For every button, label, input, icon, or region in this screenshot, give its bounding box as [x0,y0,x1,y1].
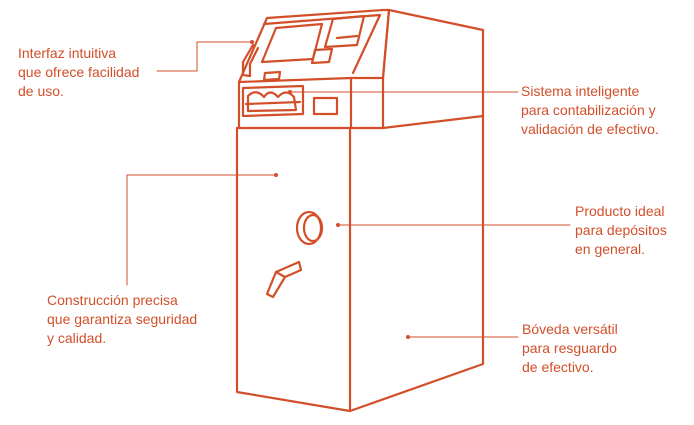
deposit-tray [241,84,305,118]
callout-vault: Bóveda versátil para resguardo de efecti… [522,321,618,375]
head-ledge [237,76,353,84]
callout-smart-system: Sistema inteligente para contabilización… [521,83,659,137]
cabinet-front [235,126,352,413]
cabinet-side [348,114,485,413]
tray-front [244,100,302,106]
status-window [312,96,339,116]
dot-smart-system [288,90,292,94]
card-reader [323,14,366,49]
tray-inner [246,91,298,113]
card-slot [335,34,359,40]
dot-interface [250,40,254,44]
leader-interface [156,41,253,72]
head-inner-top [262,13,382,75]
top-tab [262,70,282,82]
dot-construction [274,173,278,177]
dot-vault [406,335,410,339]
callout-construction: Construcción precisa que garantiza segur… [47,292,198,346]
leader-construction [126,174,277,286]
side-panel [381,8,485,130]
dot-ideal-product [336,223,340,227]
callout-interface: Interfaz intuitiva que ofrece facilidad … [18,45,140,99]
head-handle [241,43,260,78]
keypad-box [310,47,334,65]
callout-ideal-product: Producto ideal para depósitos en general… [575,203,667,257]
door-knob-face [302,213,324,243]
lever-handle [265,260,303,299]
